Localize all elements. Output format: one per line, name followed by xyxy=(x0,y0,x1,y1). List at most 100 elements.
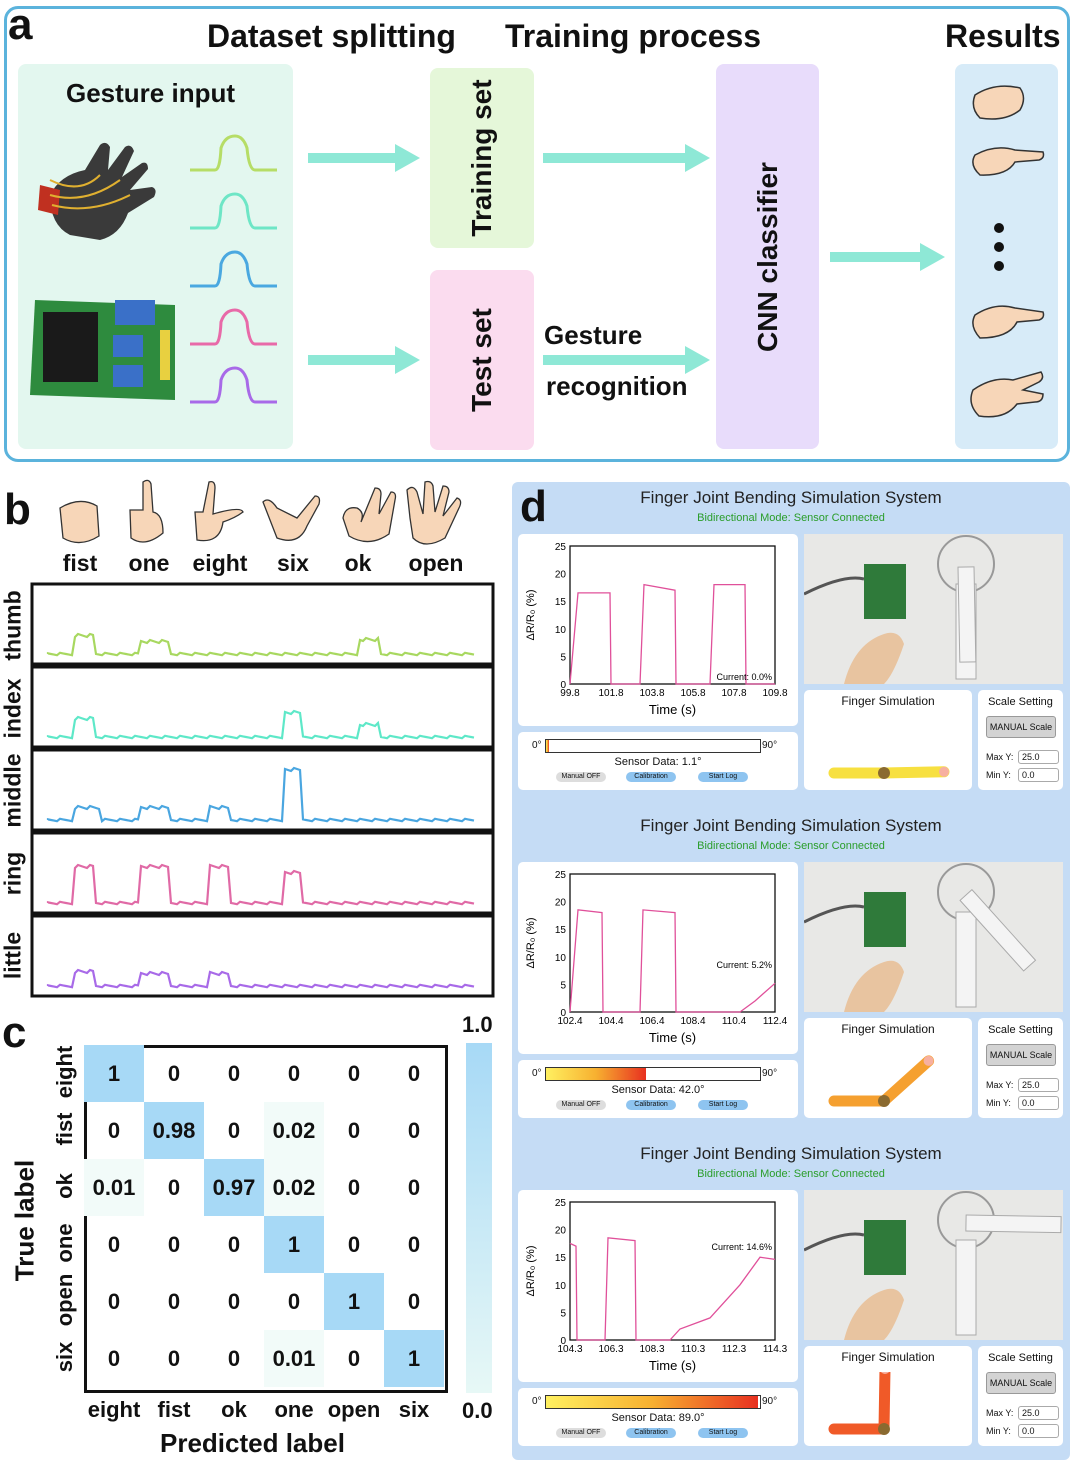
panel-c-label: c xyxy=(2,1008,27,1057)
matrix-cell: 0 xyxy=(107,1117,121,1143)
calibration-button[interactable]: Calibration xyxy=(626,1100,676,1110)
x-axis-label: Time (s) xyxy=(649,702,696,717)
y-tick-label: 5 xyxy=(560,1308,566,1319)
matrix-cell: 0 xyxy=(167,1288,181,1314)
x-tick-label: 108.3 xyxy=(639,1344,664,1355)
scale-setting-title: Scale Setting xyxy=(988,1352,1053,1364)
angle-bar-fill xyxy=(546,1396,758,1408)
finger-signal-trace xyxy=(46,709,475,740)
hand xyxy=(844,960,904,1012)
max-y-input[interactable]: 25.0 xyxy=(1018,1406,1059,1420)
colorbar-max: 1.0 xyxy=(462,1012,493,1037)
gesture-six: six xyxy=(277,550,309,576)
x-axis-label: Time (s) xyxy=(649,1030,696,1045)
sensor-data-readout: Sensor Data: 1.1° xyxy=(614,756,702,768)
manual-scale-button[interactable]: MANUAL Scale xyxy=(986,1372,1056,1394)
matrix-cell: 0 xyxy=(167,1231,181,1257)
current-readout: Current: 14.6% xyxy=(711,1242,772,1252)
calibration-button[interactable]: Calibration xyxy=(626,772,676,782)
current-readout: Current: 5.2% xyxy=(716,960,772,970)
column-label: eight xyxy=(87,1397,141,1422)
chart-frame xyxy=(569,873,776,1013)
x-tick-label: 110.4 xyxy=(722,1016,747,1027)
deg-max-label: 90° xyxy=(762,740,778,751)
angle-bar xyxy=(545,1395,761,1409)
header-training-process: Training process xyxy=(505,18,762,54)
matrix-cell: 0 xyxy=(107,1288,121,1314)
column-label: one xyxy=(274,1397,314,1422)
y-tick-label: 0 xyxy=(560,1008,566,1019)
scale-card xyxy=(978,690,1063,790)
manual-scale-button[interactable]: MANUAL Scale xyxy=(986,1044,1056,1066)
finger-thumb: thumb xyxy=(0,590,26,661)
finger-sim-title: Finger Simulation xyxy=(841,694,935,708)
chart-card xyxy=(518,534,798,726)
matrix-cell: 0.02 xyxy=(264,1159,324,1216)
angle-bar-fill xyxy=(546,740,549,752)
gesture-open: open xyxy=(408,550,464,576)
x-tick-label: 102.4 xyxy=(557,1016,582,1027)
signal-trace xyxy=(190,192,277,230)
matrix-cell: 0 xyxy=(107,1231,121,1257)
sim-status: Bidirectional Mode: Sensor Connected xyxy=(697,840,885,852)
sensor-board xyxy=(864,892,906,947)
manual-off-button[interactable]: Manual OFF xyxy=(556,772,606,782)
y-tick-label: 15 xyxy=(555,925,567,936)
x-axis-label: Time (s) xyxy=(649,1358,696,1373)
x-tick-label: 112.3 xyxy=(722,1344,747,1355)
sensor-data-readout: Sensor Data: 42.0° xyxy=(611,1084,705,1096)
deg-max-label: 90° xyxy=(762,1068,778,1079)
max-y-input[interactable]: 25.0 xyxy=(1018,1078,1059,1092)
sensor-data-readout: Sensor Data: 89.0° xyxy=(611,1412,705,1424)
y-tick-label: 0 xyxy=(560,1336,566,1347)
matrix-cell: 0 xyxy=(167,1345,181,1371)
x-tick-label: 108.4 xyxy=(680,1016,705,1027)
result-hand-icons xyxy=(970,85,1045,418)
matrix-cell: 0.97 xyxy=(204,1159,264,1216)
y-tick-label: 10 xyxy=(555,1281,567,1292)
start-log-button[interactable]: Start Log xyxy=(698,1100,748,1110)
finger-row-frame xyxy=(30,582,495,666)
finger-sim-title: Finger Simulation xyxy=(841,1350,935,1364)
column-label: open xyxy=(327,1397,381,1422)
y-tick-label: 10 xyxy=(555,625,567,636)
y-tick-label: 15 xyxy=(555,597,567,608)
x-tick-label: 110.3 xyxy=(681,1344,706,1355)
min-y-input[interactable]: 0.0 xyxy=(1018,1096,1059,1110)
matrix-cell: 0 xyxy=(227,1345,241,1371)
finger-ring: ring xyxy=(0,851,26,896)
x-tick-label: 101.8 xyxy=(598,688,623,699)
y-tick-label: 5 xyxy=(560,652,566,663)
matrix-cell: 0 xyxy=(407,1117,421,1143)
gesture-one: one xyxy=(128,550,170,576)
y-tick-label: 20 xyxy=(555,1226,567,1237)
manual-off-button[interactable]: Manual OFF xyxy=(556,1100,606,1110)
matrix-cell: 0 xyxy=(347,1174,361,1200)
calibration-button[interactable]: Calibration xyxy=(626,1428,676,1438)
matrix-cell: 0 xyxy=(227,1060,241,1086)
y-tick-label: 15 xyxy=(555,1253,567,1264)
max-y-label: Max Y: xyxy=(986,1080,1014,1090)
circuit-board-image xyxy=(30,300,175,400)
gesture-recognition-line2: recognition xyxy=(546,371,688,401)
gesture-names: fist one eight six ok open xyxy=(45,550,505,580)
signal-trace xyxy=(190,366,277,404)
min-y-input[interactable]: 0.0 xyxy=(1018,768,1059,782)
gesture-eight: eight xyxy=(192,550,248,576)
min-y-input[interactable]: 0.0 xyxy=(1018,1424,1059,1438)
max-y-input[interactable]: 25.0 xyxy=(1018,750,1059,764)
start-log-button[interactable]: Start Log xyxy=(698,772,748,782)
sim-system-window: Finger Joint Bending Simulation System B… xyxy=(512,482,1070,809)
signal-trace xyxy=(190,250,277,288)
signal-trace xyxy=(190,134,277,172)
y-tick-label: 20 xyxy=(555,898,567,909)
finger-middle: middle xyxy=(0,753,26,828)
start-log-button[interactable]: Start Log xyxy=(698,1428,748,1438)
y-tick-label: 25 xyxy=(555,542,567,553)
matrix-cell: 0 xyxy=(407,1060,421,1086)
manual-scale-button[interactable]: MANUAL Scale xyxy=(986,716,1056,738)
manual-off-button[interactable]: Manual OFF xyxy=(556,1428,606,1438)
